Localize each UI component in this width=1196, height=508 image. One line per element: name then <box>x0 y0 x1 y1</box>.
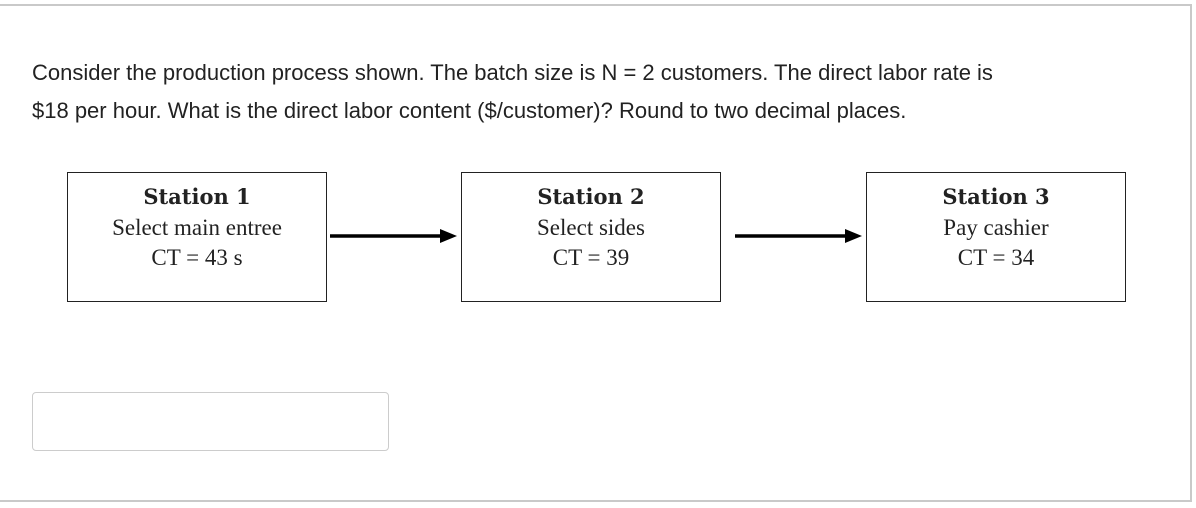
station-3-box: Station 3 Pay cashier CT = 34 <box>866 172 1126 302</box>
question-line-1: Consider the production process shown. T… <box>32 60 993 85</box>
station-3-name: Station 3 <box>942 184 1050 209</box>
station-2-box: Station 2 Select sides CT = 39 <box>461 172 721 302</box>
answer-input[interactable] <box>32 392 389 451</box>
station-1-box: Station 1 Select main entree CT = 43 s <box>67 172 327 302</box>
station-3-cycle-time: CT = 34 <box>957 245 1035 270</box>
station-1-name: Station 1 <box>143 184 251 209</box>
arrow-right-icon <box>330 226 457 246</box>
station-3-task: Pay cashier <box>943 215 1049 240</box>
station-1-cycle-time: CT = 43 s <box>151 245 243 270</box>
station-2-name: Station 2 <box>537 184 645 209</box>
question-text: Consider the production process shown. T… <box>32 54 1152 130</box>
station-1-task: Select main entree <box>112 215 282 240</box>
station-2-cycle-time: CT = 39 <box>552 245 630 270</box>
station-2-task: Select sides <box>537 215 645 240</box>
question-line-2: $18 per hour. What is the direct labor c… <box>32 98 907 123</box>
arrow-right-icon <box>735 226 862 246</box>
